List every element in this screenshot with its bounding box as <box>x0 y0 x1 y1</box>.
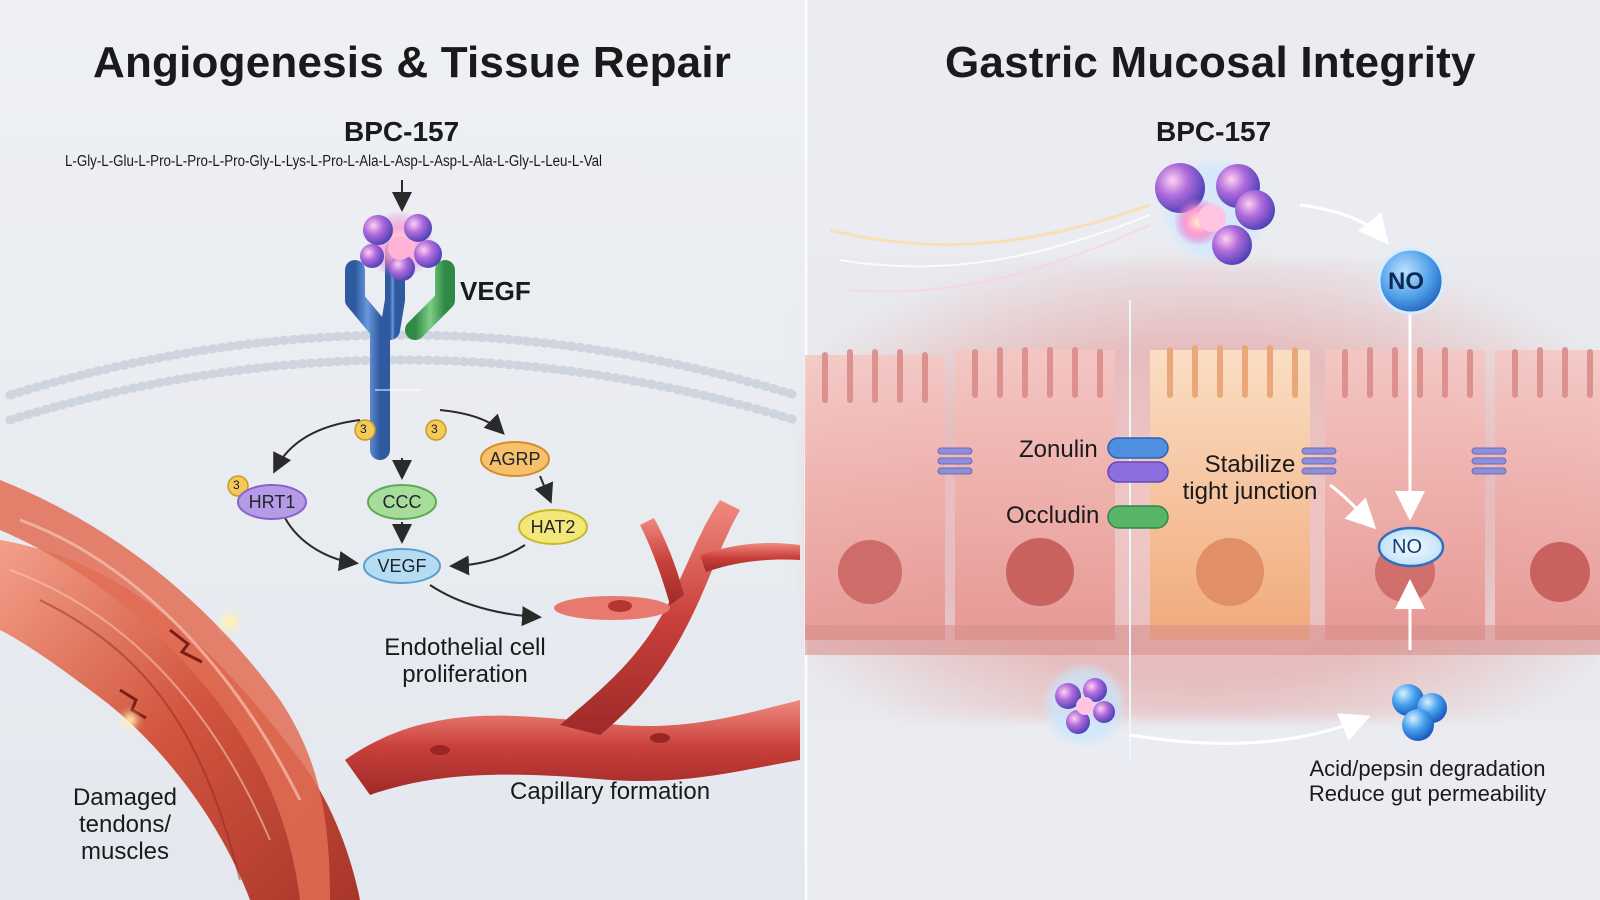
effect-line-1: Acid/pepsin degradation <box>1309 756 1546 781</box>
node-ccc: CCC <box>382 491 422 512</box>
endothelial-line-1: Endothelial cell <box>384 634 546 661</box>
tight-junction-marks <box>937 447 1507 475</box>
capillary-label: Capillary formation <box>510 778 711 805</box>
bpc157-molecule-left <box>360 211 442 281</box>
node-hrt1: HRT1 <box>248 491 296 512</box>
node-vegf: VEGF <box>377 555 427 576</box>
light-stream <box>829 203 1151 760</box>
effect-line-2: Reduce gut permeability <box>1308 780 1547 806</box>
phospho-label-1: 3 <box>360 422 367 436</box>
right-arrows <box>1129 203 1425 745</box>
endothelial-line-2: proliferation <box>402 660 528 688</box>
damaged-line-1: Damaged <box>72 784 178 811</box>
damaged-muscle <box>0 480 360 900</box>
left-peptide-name: BPC-157 <box>344 116 460 147</box>
receptor-label: VEGF <box>460 276 531 306</box>
junction-proteins <box>1107 437 1169 529</box>
no-mid-label: NO <box>1392 536 1422 558</box>
stabilize-line-2: tight junction <box>1182 477 1318 505</box>
no-top-label: NO <box>1388 268 1424 295</box>
damaged-label: Damaged tendons/ muscles <box>55 784 195 866</box>
pathway-arrows <box>273 180 554 627</box>
damaged-line-3: muscles <box>80 837 170 865</box>
phospho-markers <box>227 419 447 497</box>
damaged-line-2: tendons/ <box>78 810 172 838</box>
stabilize-line-1: Stabilize <box>1204 451 1296 478</box>
effect-label: Acid/pepsin degradation Reduce gut perme… <box>1285 756 1570 806</box>
phospho-label-3: 3 <box>233 478 240 492</box>
phospho-label-2: 3 <box>431 422 438 436</box>
blood-vessel <box>345 500 800 795</box>
pathway-nodes <box>237 441 588 584</box>
node-agrp: AGRP <box>489 448 541 469</box>
blue-spheres <box>1392 684 1447 741</box>
small-molecule <box>1047 667 1123 743</box>
no-circles <box>1377 247 1445 568</box>
stabilize-label: Stabilize tight junction <box>1170 451 1330 506</box>
node-hat2: HAT2 <box>530 516 576 537</box>
endothelial-label: Endothelial cell proliferation <box>360 634 570 689</box>
bpc157-molecule-right <box>1155 162 1275 265</box>
cell-membrane <box>5 330 800 425</box>
peptide-sequence: L-Gly-L-Glu-L-Pro-L-Pro-L-Pro-Gly-L-Lys-… <box>65 153 603 170</box>
left-panel-title: Angiogenesis & Tissue Repair <box>93 38 732 87</box>
right-panel-title: Gastric Mucosal Integrity <box>945 38 1476 87</box>
zonulin-label: Zonulin <box>1019 436 1098 463</box>
occludin-label: Occludin <box>1006 502 1100 529</box>
right-peptide-name: BPC-157 <box>1156 116 1272 147</box>
vegf-receptor <box>345 240 455 460</box>
